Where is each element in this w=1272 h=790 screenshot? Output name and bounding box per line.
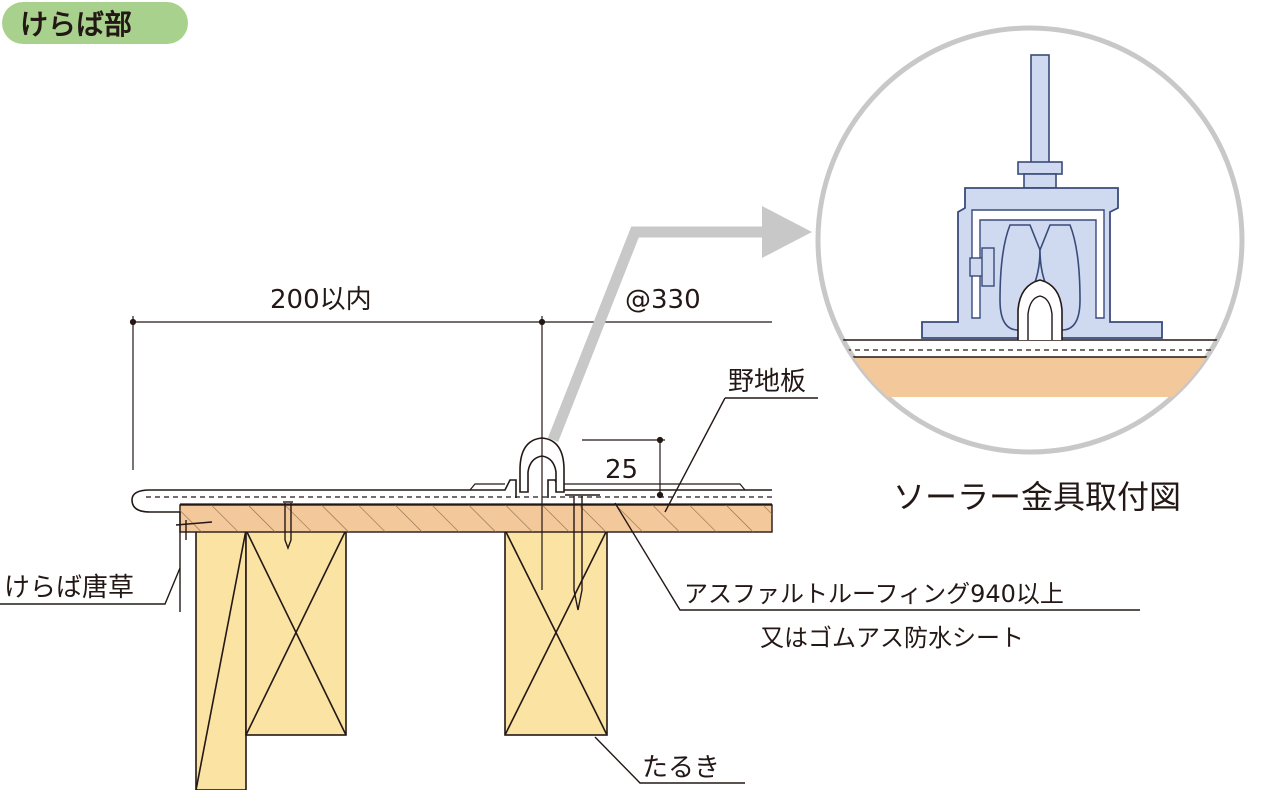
- callout-arrow: [547, 206, 812, 443]
- detail-circle: [815, 25, 1245, 455]
- dimension-lines: [129, 316, 772, 590]
- section-tag: けらば部: [2, 2, 188, 44]
- standing-seam: [519, 437, 565, 493]
- dim-pitch: @330: [625, 285, 701, 315]
- detail-caption: ソーラー金具取付図: [893, 478, 1181, 516]
- label-verge-trim: けらば唐草: [4, 573, 134, 603]
- leader-lines: [0, 397, 1140, 784]
- label-underlay-line2: 又はゴムアス防水シート: [760, 624, 1024, 652]
- sheathing-board: [179, 504, 773, 533]
- label-sheathing: 野地板: [728, 367, 806, 397]
- section-tag-label: けらば部: [20, 8, 132, 41]
- nail-left: [283, 501, 293, 550]
- rafter-left: [195, 529, 347, 790]
- dim-edge-distance: 200以内: [270, 285, 372, 315]
- label-rafter: たるき: [642, 753, 720, 783]
- nail-right: [565, 494, 600, 611]
- label-underlay-line1: アスファルトルーフィング940以上: [684, 580, 1064, 608]
- dim-seam-height: 25: [605, 455, 638, 485]
- rafter-right: [504, 529, 608, 736]
- verge-trim: [175, 512, 213, 612]
- roof-sheet: [131, 479, 772, 513]
